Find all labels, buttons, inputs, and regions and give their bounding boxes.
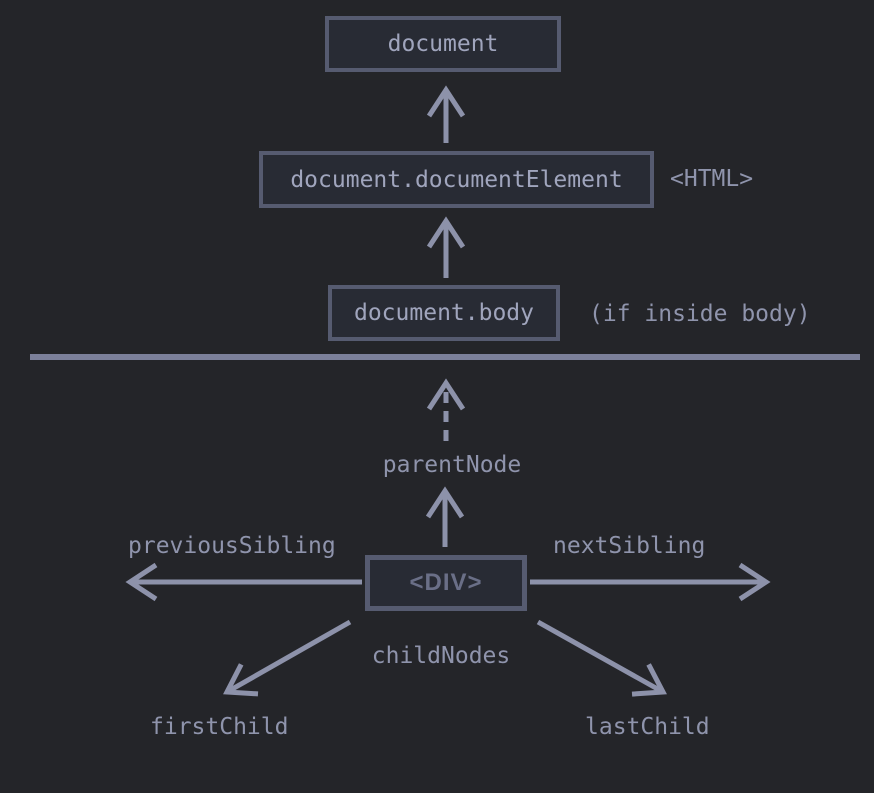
document-node-box: document bbox=[325, 16, 561, 72]
div-node-box: <DIV> bbox=[365, 555, 527, 611]
firstchild-label: firstChild bbox=[150, 714, 289, 740]
lastchild-label: lastChild bbox=[585, 714, 710, 740]
documentelement-node-label: document.documentElement bbox=[290, 166, 623, 193]
div-node-label: <DIV> bbox=[409, 569, 483, 596]
previoussibling-label: previousSibling bbox=[128, 533, 336, 559]
firstchild-arrow bbox=[223, 619, 352, 697]
parentnode-label: parentNode bbox=[382, 452, 522, 478]
html-tag-annotation: <HTML> bbox=[670, 166, 754, 192]
nextsibling-label: nextSibling bbox=[553, 533, 706, 559]
documentelement-node-box: document.documentElement bbox=[259, 151, 654, 208]
if-inside-body-annotation: (if inside body) bbox=[589, 301, 811, 327]
document-node-label: document bbox=[387, 31, 499, 57]
childnodes-label: childNodes bbox=[371, 643, 511, 669]
documentbody-node-box: document.body bbox=[328, 285, 560, 341]
lastchild-arrow bbox=[536, 619, 667, 697]
documentbody-node-label: document.body bbox=[353, 300, 534, 326]
